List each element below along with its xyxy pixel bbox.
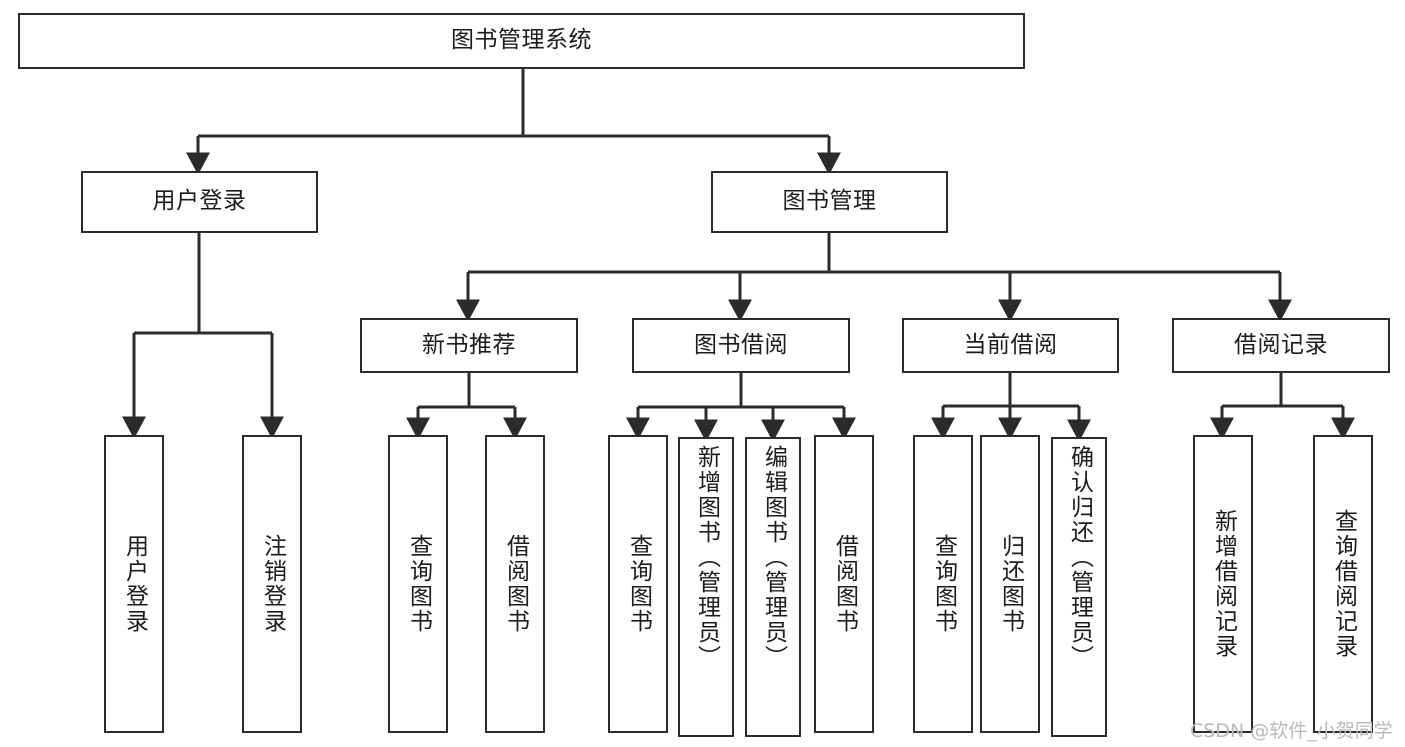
node-new-book-rec-label: 新书推荐 bbox=[422, 331, 516, 358]
node-leaf-query-book-1-label: 查询图书 bbox=[405, 534, 432, 634]
node-root[interactable]: 图书管理系统 bbox=[18, 13, 1025, 69]
node-borrow-record-label: 借阅记录 bbox=[1234, 331, 1328, 358]
node-new-book-rec[interactable]: 新书推荐 bbox=[360, 318, 578, 373]
node-leaf-edit-book[interactable]: 编辑图书（管理员） bbox=[745, 437, 801, 737]
node-leaf-query-record[interactable]: 查询借阅记录 bbox=[1313, 435, 1373, 733]
node-leaf-query-book-2-label: 查询图书 bbox=[625, 534, 652, 634]
node-borrow-record[interactable]: 借阅记录 bbox=[1172, 318, 1390, 373]
node-leaf-user-login[interactable]: 用户登录 bbox=[104, 435, 164, 733]
node-leaf-borrow-book-2-label: 借阅图书 bbox=[831, 534, 858, 634]
node-leaf-add-book-label: 新增图书（管理员） bbox=[693, 445, 720, 670]
node-current-borrow[interactable]: 当前借阅 bbox=[902, 318, 1119, 373]
node-leaf-confirm-return-label: 确认归还（管理员） bbox=[1066, 445, 1093, 670]
node-book-borrow-label: 图书借阅 bbox=[694, 331, 788, 358]
node-leaf-query-book-1[interactable]: 查询图书 bbox=[388, 435, 448, 733]
node-current-borrow-label: 当前借阅 bbox=[963, 331, 1058, 358]
csdn-watermark: CSDN @软件_小贺同学 bbox=[1190, 720, 1393, 742]
node-leaf-query-book-3-label: 查询图书 bbox=[930, 534, 957, 634]
node-book-borrow[interactable]: 图书借阅 bbox=[632, 318, 850, 373]
node-root-label: 图书管理系统 bbox=[451, 27, 592, 54]
node-leaf-add-book[interactable]: 新增图书（管理员） bbox=[678, 437, 734, 737]
node-leaf-logout[interactable]: 注销登录 bbox=[242, 435, 302, 733]
node-leaf-query-book-3[interactable]: 查询图书 bbox=[913, 435, 973, 733]
node-leaf-query-record-label: 查询借阅记录 bbox=[1330, 509, 1357, 659]
node-leaf-borrow-book-1[interactable]: 借阅图书 bbox=[485, 435, 545, 733]
node-leaf-query-book-2[interactable]: 查询图书 bbox=[608, 435, 668, 733]
node-user-login-label: 用户登录 bbox=[152, 188, 247, 215]
node-leaf-logout-label: 注销登录 bbox=[259, 534, 286, 634]
node-leaf-return-book[interactable]: 归还图书 bbox=[980, 435, 1040, 733]
node-leaf-return-book-label: 归还图书 bbox=[997, 534, 1024, 634]
node-book-manage[interactable]: 图书管理 bbox=[711, 171, 948, 233]
node-leaf-confirm-return[interactable]: 确认归还（管理员） bbox=[1051, 437, 1107, 737]
node-leaf-add-record-label: 新增借阅记录 bbox=[1210, 509, 1237, 659]
node-leaf-edit-book-label: 编辑图书（管理员） bbox=[760, 445, 787, 670]
node-book-manage-label: 图书管理 bbox=[782, 188, 877, 215]
node-user-login[interactable]: 用户登录 bbox=[81, 171, 318, 233]
node-leaf-borrow-book-1-label: 借阅图书 bbox=[502, 534, 529, 634]
node-leaf-borrow-book-2[interactable]: 借阅图书 bbox=[814, 435, 874, 733]
node-leaf-add-record[interactable]: 新增借阅记录 bbox=[1193, 435, 1253, 733]
node-leaf-user-login-label: 用户登录 bbox=[121, 534, 148, 634]
